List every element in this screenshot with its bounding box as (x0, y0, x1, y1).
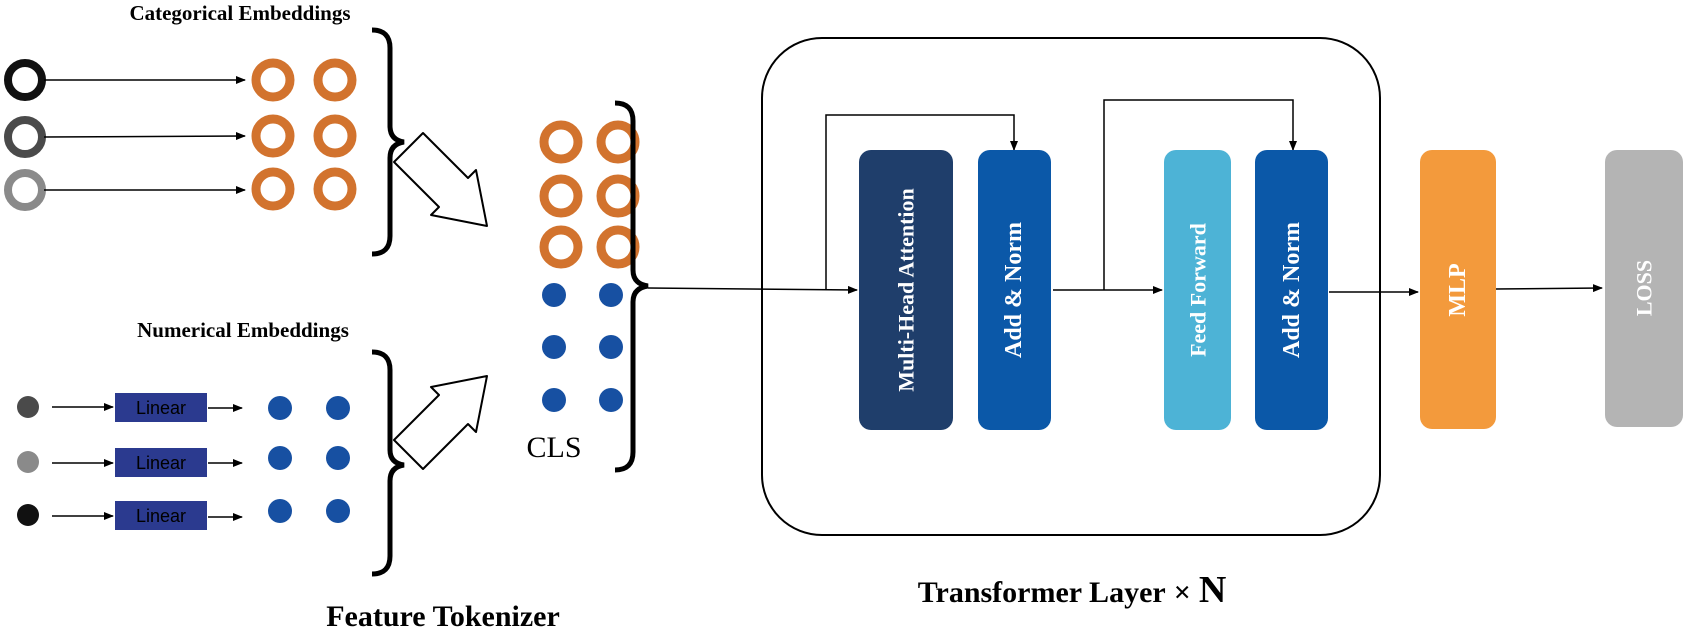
combined-categorical-token (596, 120, 640, 164)
add-norm-label-1: Add & Norm (1001, 222, 1027, 358)
feed-forward-block: Feed Forward (1164, 150, 1231, 430)
numerical-token (268, 446, 292, 470)
times-symbol: × (1174, 576, 1191, 609)
n-symbol: N (1199, 569, 1226, 611)
numerical-input-3 (17, 504, 39, 526)
cls-label: CLS (526, 431, 581, 464)
categorical-bracket (371, 27, 405, 257)
combined-numerical-token (599, 335, 623, 359)
categorical-input-3 (4, 169, 46, 211)
combined-numerical-token (542, 335, 566, 359)
combined-categorical-token (539, 120, 583, 164)
linear-label-1: Linear (136, 398, 186, 418)
loss-block: LOSS (1605, 150, 1683, 427)
combined-categorical-token (539, 174, 583, 218)
merge-arrow-numerical (393, 375, 488, 470)
residual-skip-1 (825, 114, 1018, 289)
numerical-embeddings-title: Numerical Embeddings (137, 318, 349, 342)
multi-head-attention-label: Multi-Head Attention (894, 188, 919, 392)
combined-token-stack (539, 120, 640, 412)
feed-forward-label: Feed Forward (1186, 223, 1211, 357)
categorical-token (251, 167, 295, 211)
linear-box-3: Linear (115, 501, 207, 530)
mlp-label: MLP (1445, 263, 1471, 316)
combined-numerical-token (542, 283, 566, 307)
numerical-token (326, 396, 350, 420)
categorical-input-2 (4, 116, 46, 158)
flow-arrow-to-loss (1494, 284, 1603, 293)
multi-head-attention-block: Multi-Head Attention (859, 150, 953, 430)
numerical-input-1 (17, 396, 39, 418)
combined-numerical-token (542, 388, 566, 412)
transformer-layer-label: Transformer Layer×N (918, 569, 1227, 611)
combined-categorical-token (539, 225, 583, 269)
categorical-token (313, 167, 357, 211)
add-norm-block-2: Add & Norm (1255, 150, 1328, 430)
transformer-layer-frame (761, 37, 1381, 536)
combined-categorical-token (596, 174, 640, 218)
categorical-token (313, 58, 357, 102)
combined-numerical-token (599, 388, 623, 412)
flow-arrow-into-transformer (647, 285, 858, 294)
add-norm-block-1: Add & Norm (978, 150, 1051, 430)
numerical-token (268, 499, 292, 523)
mlp-block: MLP (1420, 150, 1496, 429)
combined-categorical-token (596, 225, 640, 269)
merge-arrow-categorical (393, 132, 488, 227)
transformer-layer-text: Transformer Layer (918, 576, 1166, 609)
numerical-embedding-tokens (268, 396, 350, 523)
loss-label: LOSS (1632, 260, 1657, 316)
residual-skip-2 (1103, 99, 1297, 290)
numerical-bracket (371, 349, 405, 577)
categorical-input-1 (4, 59, 46, 101)
numerical-token (326, 446, 350, 470)
numerical-token (326, 499, 350, 523)
linear-label-2: Linear (136, 453, 186, 473)
combined-numerical-token (599, 283, 623, 307)
linear-box-1: Linear (115, 393, 207, 422)
feature-tokenizer-label: Feature Tokenizer (326, 600, 560, 633)
categorical-embedding-tokens (251, 58, 357, 211)
linear-box-2: Linear (115, 448, 207, 477)
numerical-token (268, 396, 292, 420)
linear-label-3: Linear (136, 506, 186, 526)
numerical-input-2 (17, 451, 39, 473)
categorical-arrow-2 (43, 132, 246, 141)
add-norm-label-2: Add & Norm (1279, 222, 1305, 358)
categorical-token (251, 114, 295, 158)
combined-bracket (614, 100, 649, 473)
categorical-embeddings-title: Categorical Embeddings (129, 1, 350, 25)
categorical-token (251, 58, 295, 102)
categorical-token (313, 114, 357, 158)
